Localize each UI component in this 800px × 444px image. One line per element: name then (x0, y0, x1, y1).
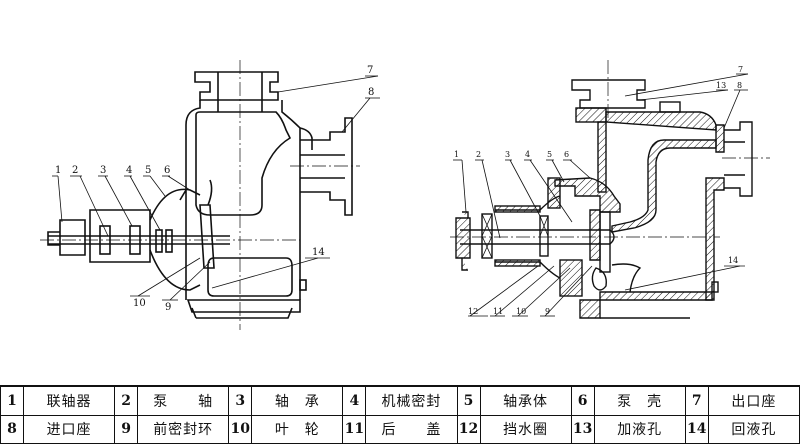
left-callout-labels: 1 2 3 4 5 6 7 8 9 10 14 (55, 65, 374, 313)
callout-1: 1 (454, 150, 459, 159)
part-name: 联轴器 (23, 385, 116, 416)
part-number: 2 (114, 385, 139, 416)
part-name: 出口座 (707, 385, 800, 416)
part-name: 进口座 (23, 414, 116, 444)
part-name: 前密封环 (137, 414, 230, 444)
callout-2: 2 (72, 165, 78, 176)
part-name: 轴承体 (479, 385, 572, 416)
part-number: 9 (114, 414, 139, 444)
callout-5: 5 (547, 150, 552, 159)
part-name: 挡水圈 (479, 414, 572, 444)
part-name: 轴 承 (251, 385, 344, 416)
part-number: 13 (570, 414, 595, 444)
callout-14: 14 (312, 247, 325, 258)
part-number: 12 (456, 414, 481, 444)
right-pump-view (450, 60, 770, 319)
callout-13: 13 (716, 81, 726, 90)
part-name: 机械密封 (365, 385, 458, 416)
table-row: 8 进口座 9 前密封环 10 叶 轮 11 后 盖 12 挡水圈 13 加液孔… (0, 414, 800, 444)
callout-3: 3 (100, 165, 106, 176)
part-number: 1 (0, 385, 25, 416)
callout-9: 9 (545, 307, 550, 316)
part-number: 6 (570, 385, 595, 416)
part-number: 11 (342, 414, 367, 444)
part-number: 7 (684, 385, 709, 416)
pump-drawing: 1 2 3 4 5 6 7 8 9 10 14 (40, 60, 770, 330)
callout-1: 1 (55, 165, 61, 176)
callout-5: 5 (145, 165, 151, 176)
part-name: 后 盖 (365, 414, 458, 444)
callout-11: 11 (493, 307, 503, 316)
callout-3: 3 (505, 150, 510, 159)
parts-table: 1 联轴器 2 泵 轴 3 轴 承 4 机械密封 5 轴承体 6 泵 壳 7 出… (0, 385, 800, 444)
callout-4: 4 (126, 165, 132, 176)
part-name: 泵 轴 (137, 385, 230, 416)
callout-10: 10 (133, 298, 146, 309)
callout-8: 8 (368, 87, 374, 98)
callout-8: 8 (737, 81, 742, 90)
callout-9: 9 (165, 302, 171, 313)
table-row: 1 联轴器 2 泵 轴 3 轴 承 4 机械密封 5 轴承体 6 泵 壳 7 出… (0, 385, 800, 416)
part-name: 加液孔 (593, 414, 686, 444)
part-number: 5 (456, 385, 481, 416)
part-number: 3 (228, 385, 253, 416)
part-number: 8 (0, 414, 25, 444)
left-pump-view (40, 60, 380, 330)
part-number: 10 (228, 414, 253, 444)
callout-10: 10 (516, 307, 526, 316)
part-number: 14 (684, 414, 709, 444)
callout-12: 12 (468, 307, 478, 316)
part-number: 4 (342, 385, 367, 416)
right-callout-labels: 1 2 3 4 5 6 7 8 9 10 11 12 13 14 (454, 65, 743, 316)
callout-2: 2 (476, 150, 481, 159)
callout-6: 6 (564, 150, 569, 159)
callout-7: 7 (367, 65, 373, 76)
part-name: 泵 壳 (593, 385, 686, 416)
part-name: 回液孔 (707, 414, 800, 444)
callout-14: 14 (728, 256, 738, 265)
callout-6: 6 (164, 165, 170, 176)
part-name: 叶 轮 (251, 414, 344, 444)
callout-7: 7 (738, 65, 743, 74)
callout-4: 4 (525, 150, 530, 159)
